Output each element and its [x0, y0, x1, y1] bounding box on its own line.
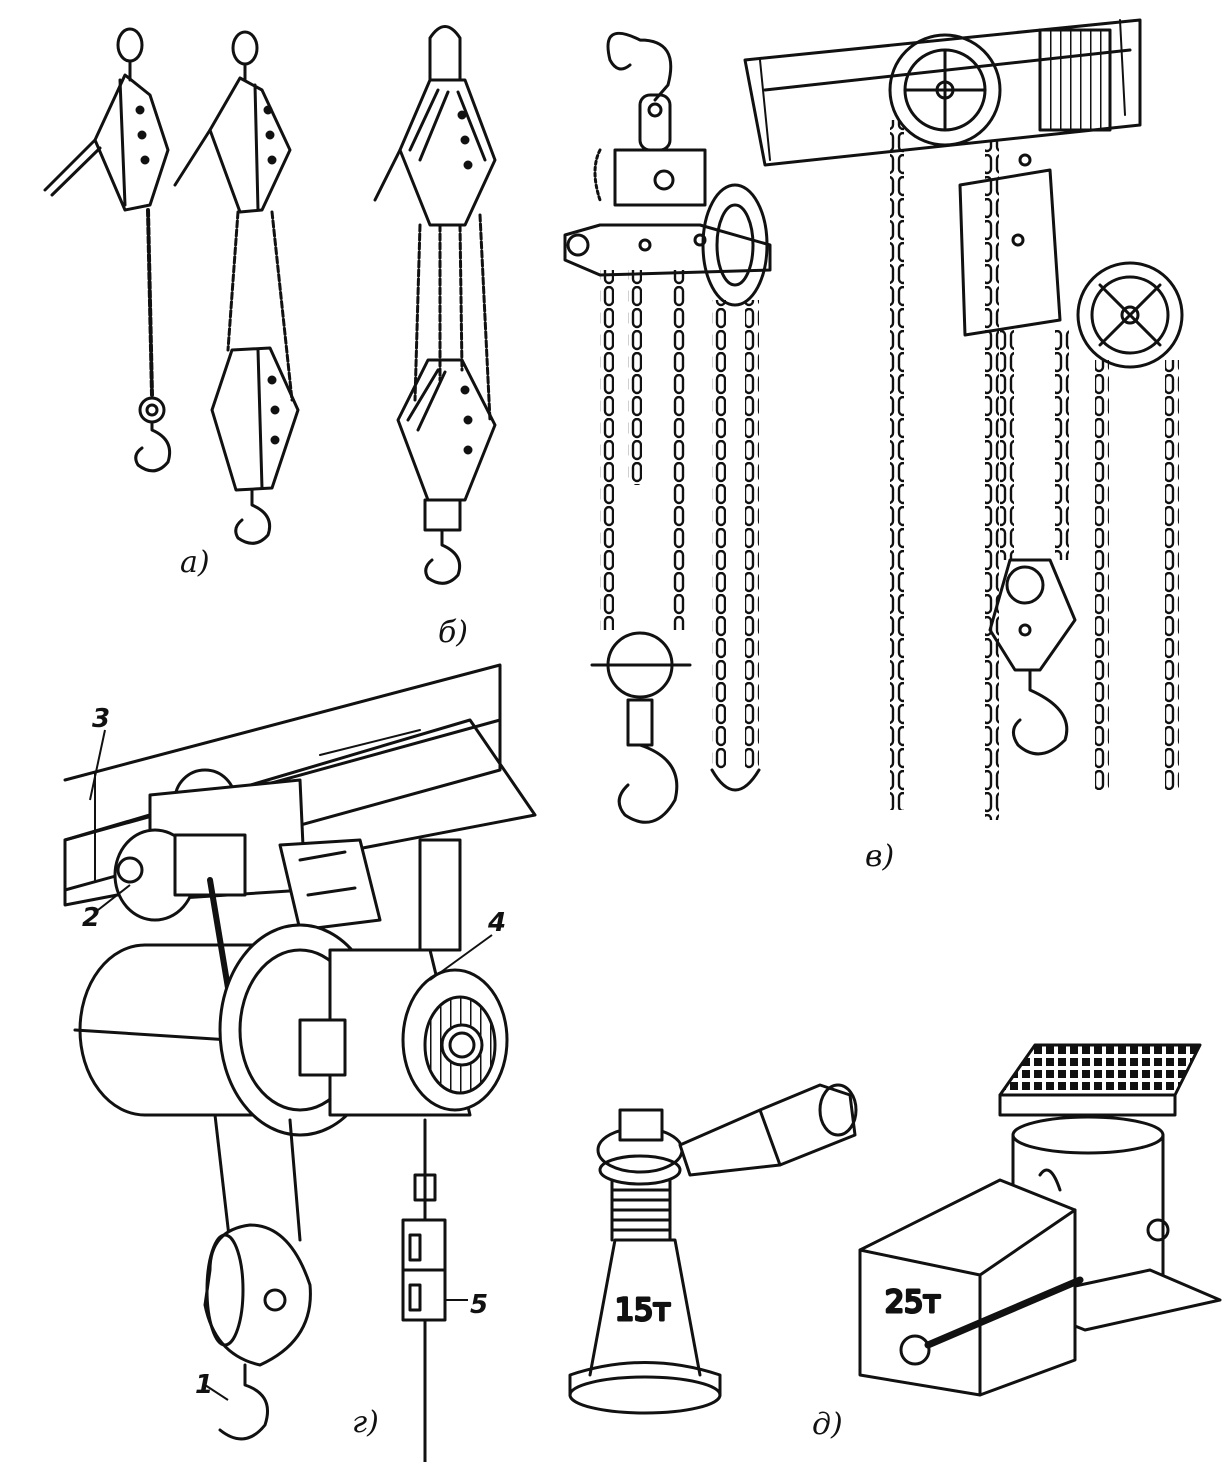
panel-label-d: д) — [812, 1407, 843, 1442]
chain-strand — [672, 270, 686, 630]
hand-chain — [1095, 360, 1109, 790]
hand-chain — [712, 300, 726, 770]
part-number-2: 2 — [82, 903, 101, 933]
hydraulic-jack-capacity: 25т — [885, 1285, 941, 1320]
electric-hoist — [73, 768, 509, 1466]
panel-label-a: а) — [180, 545, 210, 580]
part-number-1: 1 — [195, 1370, 214, 1400]
hook-block — [203, 1113, 312, 1441]
pendant-control — [401, 1123, 447, 1322]
pulley-block-double — [173, 30, 300, 545]
chain-strand — [600, 270, 614, 630]
part-number-5: 5 — [470, 1290, 489, 1320]
chain-hoist-manual — [563, 31, 772, 307]
part-number-4: 4 — [488, 908, 507, 938]
panel-label-b: б) — [438, 615, 469, 650]
chain-strand — [628, 270, 642, 485]
panel-label-v: в) — [865, 839, 895, 874]
hydraulic-jack: 25т — [858, 1043, 1222, 1397]
hand-chain — [745, 300, 759, 770]
screw-jack: 15т — [568, 1083, 858, 1415]
trolley-chain-hoist — [743, 18, 1184, 756]
hand-chain — [1165, 360, 1179, 790]
panel-label-g: г) — [352, 1405, 379, 1440]
hand-chain — [890, 120, 904, 810]
hand-chain — [985, 140, 999, 820]
part-number-3: 3 — [92, 704, 111, 734]
screw-jack-capacity: 15т — [615, 1293, 671, 1328]
chain-hoist-hook-block — [590, 631, 761, 824]
load-chain — [1000, 330, 1014, 560]
load-chain — [1055, 330, 1069, 560]
pulley-block-multi — [373, 25, 497, 585]
pulley-block-single — [43, 27, 172, 473]
